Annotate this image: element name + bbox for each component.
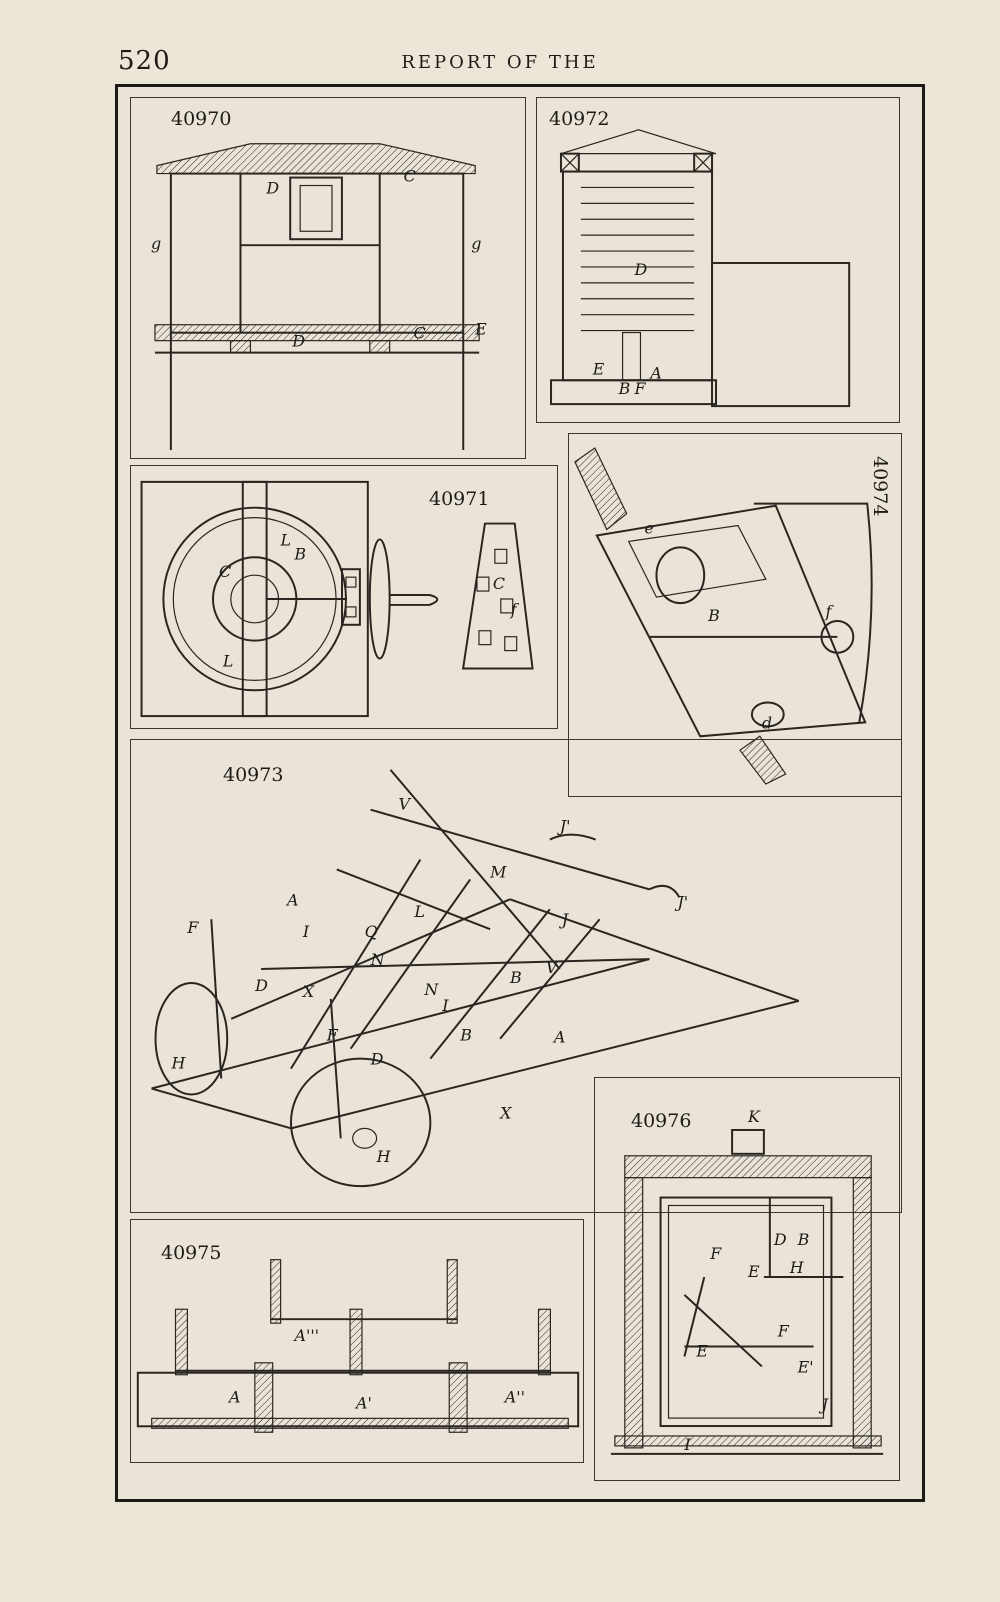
figure-40973-label: A <box>285 890 299 909</box>
figure-40974-label: e <box>645 518 654 537</box>
figure-40973-label: H <box>170 1054 186 1073</box>
figure-40970-label: D <box>291 332 305 351</box>
figure-40973-label: D <box>370 1050 384 1069</box>
figure-40973-label: I <box>441 996 449 1015</box>
figure-40971-drawing: L B C L C f <box>140 480 534 718</box>
figure-40976-label: B <box>797 1230 810 1249</box>
figure-40970-label: C <box>404 167 416 186</box>
figure-40973-label: N <box>423 980 439 999</box>
figure-40970-number: 40970 <box>171 108 232 130</box>
figure-40970: D C g g D C E 40970 <box>130 97 526 459</box>
figure-40973-label: X <box>498 1103 512 1122</box>
figure-40976: K D B F E H F E E' J I 40976 <box>594 1077 900 1481</box>
figure-40973-label: F <box>186 918 199 937</box>
figure-40975: A''' A A' A'' 40975 <box>130 1219 584 1463</box>
figure-40970-label: E <box>474 320 487 339</box>
figure-40971-number: 40971 <box>429 488 490 510</box>
page-number: 520 <box>118 46 171 76</box>
figure-40976-label: H <box>789 1258 805 1277</box>
figure-40972-label: B <box>618 379 631 398</box>
figure-40970-drawing: D C g g D C E <box>151 143 487 451</box>
figure-40971-label: L <box>279 530 291 549</box>
figure-40971: L B C L C f 40971 <box>130 465 558 729</box>
figure-40976-drawing: K D B F E H F E E' J I <box>610 1107 884 1455</box>
figure-40976-label: K <box>747 1107 761 1126</box>
figure-40974-label: f <box>824 602 834 621</box>
figure-40972-number: 40972 <box>549 108 610 130</box>
figure-40976-label: D <box>773 1230 787 1249</box>
figure-40974-number: 40974 <box>869 456 891 517</box>
figure-40975-drawing: A''' A A' A'' <box>136 1259 580 1433</box>
plate-frame: D C g g D C E 40970 <box>115 84 925 1502</box>
figure-40973: J' J' M L J A F I Q N D X B V F I N B A … <box>130 739 902 1213</box>
figure-40973-label: B <box>509 968 522 987</box>
figure-40970-label: g <box>471 234 481 253</box>
figure-40971-label: C <box>493 574 505 593</box>
figure-40970-label: C <box>414 324 426 343</box>
figure-40973-label: I <box>302 922 310 941</box>
figure-40976-label: I <box>683 1435 691 1454</box>
figure-40972-drawing: D E A B F <box>550 129 851 408</box>
figure-40973-label: Q <box>365 922 378 941</box>
figure-40974-drawing: e B f d <box>574 447 873 785</box>
figure-40973-label: N <box>370 950 386 969</box>
figure-40975-label: A' <box>354 1393 372 1412</box>
figure-40972-label: E <box>592 359 605 378</box>
figure-40973-label: A <box>552 1028 565 1047</box>
figure-40972: D E A B F 40972 <box>536 97 900 423</box>
figure-40972-label: D <box>634 260 648 279</box>
figure-40973-label: J' <box>674 892 688 911</box>
figure-40973-label: J' <box>557 817 571 836</box>
figure-40971-label: C <box>219 562 231 581</box>
figure-40974-label: d <box>762 713 772 732</box>
figure-40972-label: F <box>634 379 647 398</box>
figure-40973-label: X <box>301 982 315 1001</box>
figure-40974: e B f d 40974 <box>568 433 902 797</box>
figure-40975-label: A''' <box>293 1326 320 1345</box>
figure-40976-number: 40976 <box>631 1110 692 1132</box>
figure-40973-label: F <box>326 1026 339 1045</box>
figure-40973-number: 40973 <box>223 764 284 786</box>
figure-40973-drawing: J' J' M L J A F I Q N D X B V F I N B A … <box>151 769 800 1188</box>
figure-40976-label: F <box>777 1322 790 1341</box>
figure-40970-label: D <box>265 178 279 197</box>
figure-40975-label: A'' <box>503 1387 525 1406</box>
running-head: REPORT OF THE <box>401 52 599 73</box>
figure-40975-label: A <box>227 1387 240 1406</box>
figure-40973-label: L <box>413 902 425 921</box>
figure-40970-label: g <box>151 234 161 253</box>
figure-40973-label: D <box>254 976 268 995</box>
figure-40976-label: F <box>709 1244 722 1263</box>
figure-40971-label: f <box>510 600 520 619</box>
figure-40973-label: M <box>489 862 507 881</box>
figure-40976-label: E' <box>797 1357 814 1376</box>
figure-40973-label: V <box>546 958 559 977</box>
figure-40971-label: B <box>293 544 306 563</box>
figure-40976-label: J <box>819 1395 830 1414</box>
figure-40972-label: A <box>648 363 661 382</box>
figure-40973-label: V <box>398 795 411 814</box>
figure-40975-number: 40975 <box>161 1242 222 1264</box>
figure-40973-label: J <box>559 910 570 929</box>
figure-40976-label: E <box>747 1262 760 1281</box>
figure-40973-label: B <box>459 1026 472 1045</box>
figure-40976-label: E <box>695 1341 708 1360</box>
figure-40973-label: H <box>376 1147 392 1166</box>
figure-40971-label: L <box>222 651 234 670</box>
figure-40974-label: B <box>707 606 720 625</box>
